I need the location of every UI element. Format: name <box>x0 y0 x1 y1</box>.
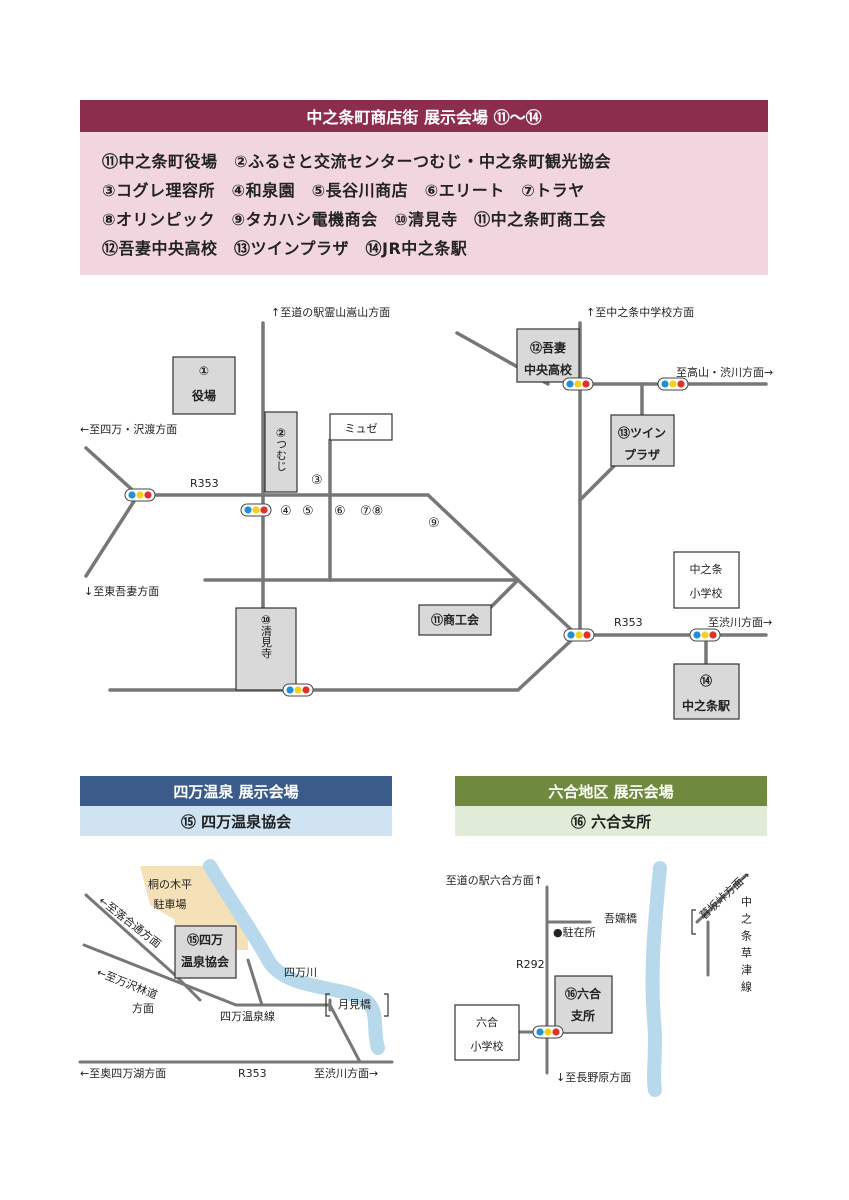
venue-list-line-1: ⑪中之条町役場 ②ふるさと交流センターつむじ・中之条町観光協会 <box>102 152 612 171</box>
parking-label-2: 駐車場 <box>154 897 187 911</box>
nakanojo-labels: ↑至道の駅霊山嵩山方面 ↑至中之条中学校方面 ←至四万・沢渡方面 ↓至東吾妻方面… <box>80 305 773 713</box>
shokokai-label: ⑪商工会 <box>431 612 480 627</box>
traffic-signal-icon <box>532 1025 564 1039</box>
tsumuji-num: ② <box>276 426 286 440</box>
shima-road: R353 <box>238 1067 267 1080</box>
shima-venue-building <box>174 925 237 979</box>
kuni-school-2: 小学校 <box>471 1039 504 1053</box>
yakuba-num: ① <box>199 364 209 378</box>
route-line-label: 四万温泉線 <box>220 1009 275 1023</box>
shima-venue-2: 温泉協会 <box>181 954 230 969</box>
kusatsu-line: 中之条草津線 <box>740 896 753 998</box>
dir-shibukawa: 至渋川方面→ <box>314 1066 378 1080</box>
traffic-signal-icon <box>562 377 594 391</box>
road-r353-b: R353 <box>614 616 643 629</box>
kiyomi-label: 清見寺 <box>260 625 273 658</box>
station-building <box>673 663 740 720</box>
traffic-signal-icon <box>563 628 595 642</box>
nakanojo-buildings <box>172 328 740 720</box>
traffic-signal-icon <box>240 503 272 517</box>
kuni-dir-north: 至道の駅六合方面↑ <box>446 873 543 887</box>
shima-map: 桐の木平 駐車場 ⑮四万 温泉協会 四万川 月見橋 四万温泉線 ←至落合通方面 … <box>78 859 394 1080</box>
nakanojo-header: 中之条町商店街 展示会場 ⑪～⑭ <box>80 100 768 132</box>
station-label: 中之条駅 <box>682 698 731 713</box>
kuni-river <box>645 861 667 1097</box>
marker-6: ⑥ <box>334 504 346 519</box>
school-building <box>673 551 740 609</box>
dir-west: ←至四万・沢渡方面 <box>80 422 177 436</box>
shokokai-building <box>418 604 492 636</box>
muse-label: ミュゼ <box>345 422 378 435</box>
station-num: ⑭ <box>700 673 712 688</box>
yakuba-building <box>172 356 236 415</box>
river-label: 四万川 <box>284 966 317 979</box>
twin-label-1: ⑬ツイン <box>618 425 666 440</box>
marker-3: ③ <box>311 473 323 488</box>
kuni-subheader: ⑯ 六合支所 <box>455 806 767 836</box>
school-label-2: 小学校 <box>690 586 723 600</box>
chuzaisho-label: ●駐在所 <box>553 925 596 939</box>
shima-river <box>203 859 385 1055</box>
kuni-school-1: 六合 <box>476 1015 498 1029</box>
tsumuji-building <box>264 411 298 493</box>
kuni-road: R292 <box>516 958 545 971</box>
marker-5: ⑤ <box>302 504 314 519</box>
twin-plaza-building <box>610 414 675 467</box>
agatsuma-building <box>516 328 580 383</box>
traffic-signal-icon <box>124 488 156 502</box>
dir-ne: 至高山・渋川方面→ <box>676 365 773 379</box>
muse-building <box>329 413 393 441</box>
kuni-header: 六合地区 展示会場 <box>455 776 767 806</box>
traffic-signal-icon <box>657 377 689 391</box>
marker-7-8: ⑦⑧ <box>360 504 383 519</box>
venue-list-line-2: ③コグレ理容所 ④和泉園 ⑤長谷川商店 ⑥エリート ⑦トラヤ <box>102 181 585 200</box>
kuni-dir-south: ↓至長野原方面 <box>556 1070 631 1084</box>
nakanojo-venue-list: ⑪中之条町役場 ②ふるさと交流センターつむじ・中之条町観光協会 ③コグレ理容所 … <box>80 132 768 275</box>
venue-list-line-3: ⑧オリンピック ⑨タカハシ電機商会 ⑩清見寺 ⑪中之条町商工会 <box>102 210 607 229</box>
dir-east: 至渋川方面→ <box>708 615 772 629</box>
kiyomi-building <box>235 607 297 691</box>
road-r353-a: R353 <box>190 477 219 490</box>
agatsuma-label-2: 中央高校 <box>524 362 573 377</box>
shima-subheader: ⑮ 四万温泉協会 <box>80 806 392 836</box>
shima-venue-1: ⑮四万 <box>187 932 223 947</box>
parking-label-1: 桐の木平 <box>148 877 192 891</box>
dir-manzawa-2: 方面 <box>132 1001 154 1015</box>
dir-north-2: ↑至中之条中学校方面 <box>586 305 694 319</box>
traffic-signal-icon <box>689 628 721 642</box>
dir-north-1: ↑至道の駅霊山嵩山方面 <box>271 305 390 319</box>
twin-label-2: プラザ <box>624 447 660 462</box>
marker-9: ⑨ <box>428 516 440 531</box>
bridge-label: 月見橋 <box>338 997 371 1011</box>
school-label-1: 中之条 <box>690 562 723 576</box>
agatsuma-label-1: ⑫吾妻 <box>530 340 566 355</box>
venue-list-line-4: ⑫吾妻中央高校 ⑬ツインプラザ ⑭JR中之条駅 <box>102 239 468 258</box>
kuni-venue-building <box>554 975 613 1034</box>
tsumuji-label: つむじ <box>275 439 288 472</box>
dir-south: ↓至東吾妻方面 <box>84 584 159 598</box>
kuni-venue-2: 支所 <box>570 1008 595 1023</box>
kiyomi-num: ⑩ <box>261 613 271 627</box>
kuni-bridge-label: 吾嬬橋 <box>604 911 637 925</box>
kuni-venue-1: ⑯六合 <box>565 986 602 1001</box>
shima-header: 四万温泉 展示会場 <box>80 776 392 806</box>
dir-okushima: ←至奥四万湖方面 <box>80 1066 166 1080</box>
marker-4: ④ <box>280 504 292 519</box>
kuni-map: 至道の駅六合方面↑ ●駐在所 吾嬬橋 R292 ⑯六合 支所 六合 小学校 ↓至… <box>446 861 753 1097</box>
kuni-school-building <box>454 1004 520 1061</box>
yakuba-label: 役場 <box>192 388 216 403</box>
traffic-signal-icon <box>282 683 314 697</box>
